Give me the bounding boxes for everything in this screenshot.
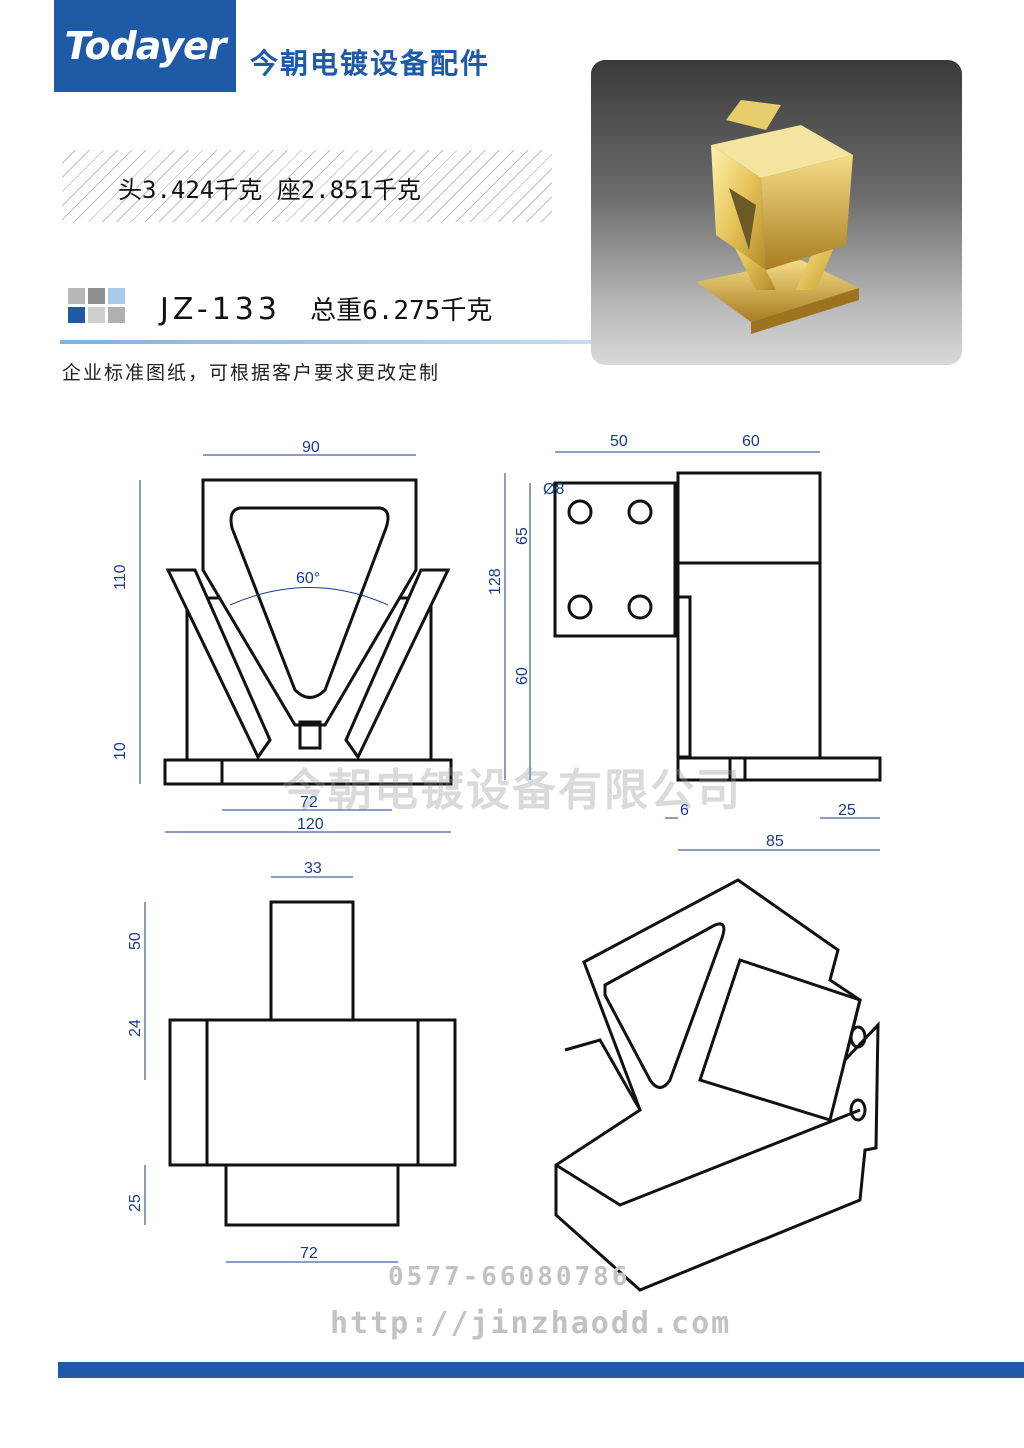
dim-top-24: 24	[127, 1019, 144, 1037]
square	[88, 307, 105, 323]
brand-logo-text: Todayer	[64, 24, 226, 68]
square	[68, 288, 85, 304]
isometric-view	[554, 878, 880, 1292]
dim-side-left-width: 50	[610, 433, 628, 450]
weights-band: 头3.424千克 座2.851千克	[62, 150, 552, 222]
dim-top-50: 50	[127, 932, 144, 950]
dim-front-height: 110	[112, 564, 129, 590]
dim-front-base-height: 10	[112, 742, 129, 760]
dim-side-hole: Ø8	[543, 481, 564, 498]
model-line: JZ-133 总重6.275千克	[160, 290, 492, 327]
dim-front-angle: 60°	[296, 570, 320, 587]
product-photo	[591, 60, 962, 365]
dim-side-6: 6	[680, 802, 689, 819]
square	[88, 288, 105, 304]
dim-top-72: 72	[300, 1245, 318, 1262]
watermark-company: 今朝电镀设备有限公司	[282, 765, 742, 816]
side-view	[553, 471, 882, 782]
dim-front-slot: 72	[300, 794, 318, 811]
square	[108, 307, 125, 323]
dim-front-base-width: 120	[297, 816, 324, 833]
brand-logo: Todayer	[54, 0, 236, 92]
square	[68, 307, 85, 323]
top-view	[168, 900, 457, 1227]
dimension-lines	[139, 451, 880, 1263]
dim-side-60: 60	[514, 667, 531, 685]
dim-top-33: 33	[304, 860, 322, 877]
dim-front-width-top: 90	[302, 439, 320, 456]
watermark-phone: 0577-66080786	[388, 1262, 631, 1292]
decorative-squares	[68, 288, 128, 324]
dim-side-65: 65	[514, 527, 531, 545]
weights-text: 头3.424千克 座2.851千克	[118, 176, 421, 204]
custom-note: 企业标准图纸，可根据客户要求更改定制	[62, 362, 441, 384]
dim-side-128: 128	[487, 568, 504, 595]
dim-side-25: 25	[838, 802, 856, 819]
dim-top-25: 25	[127, 1194, 144, 1212]
product-render	[696, 100, 859, 334]
front-view	[163, 478, 453, 786]
footer-bar	[58, 1362, 1024, 1378]
dim-side-right-width: 60	[742, 433, 760, 450]
company-name: 今朝电镀设备配件	[250, 47, 491, 80]
square	[108, 288, 125, 304]
divider-rule	[60, 340, 940, 344]
dim-side-85: 85	[766, 833, 784, 850]
model-code: JZ-133	[160, 292, 281, 327]
total-weight: 总重6.275千克	[310, 296, 493, 326]
watermark-url: http://jinzhaodd.com	[330, 1306, 732, 1341]
